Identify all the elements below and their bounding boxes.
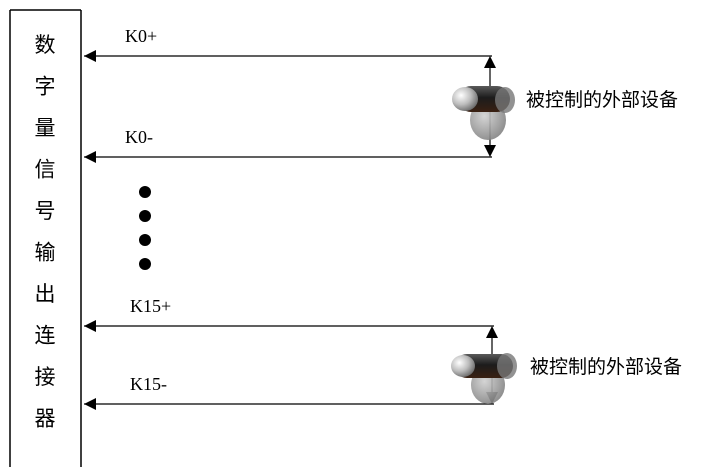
k0-plus-label: K0+ xyxy=(125,26,157,46)
connector-label-char: 字 xyxy=(35,75,56,99)
k0-minus-arrow xyxy=(84,151,96,163)
k15-toggle-switch-icon xyxy=(451,326,517,404)
ellipsis-dot xyxy=(139,210,151,222)
k15-plus-label: K15+ xyxy=(130,296,171,316)
connector-label-char: 信 xyxy=(35,158,56,182)
ellipsis-dot xyxy=(139,234,151,246)
k15-device-label: 被控制的外部设备 xyxy=(530,356,682,378)
k15-minus-arrow xyxy=(84,398,96,410)
ellipsis-dot xyxy=(139,186,151,198)
connector-label-char: 输 xyxy=(35,241,56,265)
connector-label-char: 量 xyxy=(35,116,56,140)
k0-minus-label: K0- xyxy=(125,127,153,147)
connector-label-char: 器 xyxy=(35,407,56,431)
k0-plus-arrow xyxy=(84,50,96,62)
connector-label-char: 连 xyxy=(35,324,56,348)
channel-k0: K0+ K0- 被控制的外部设备 xyxy=(84,26,678,163)
k15-minus-label: K15- xyxy=(130,374,167,394)
connector-label-char: 数 xyxy=(35,33,56,57)
connector-label-char: 号 xyxy=(35,199,56,223)
ellipsis-dots xyxy=(139,186,151,270)
k0-device-label: 被控制的外部设备 xyxy=(526,89,678,111)
ellipsis-dot xyxy=(139,258,151,270)
connector-label-char: 出 xyxy=(35,282,56,306)
connector-label-char: 接 xyxy=(35,365,56,389)
k0-toggle-switch-icon xyxy=(452,56,515,157)
k15-plus-arrow xyxy=(84,320,96,332)
channel-k15: K15+ K15- 被控制的外部设备 xyxy=(84,296,682,410)
